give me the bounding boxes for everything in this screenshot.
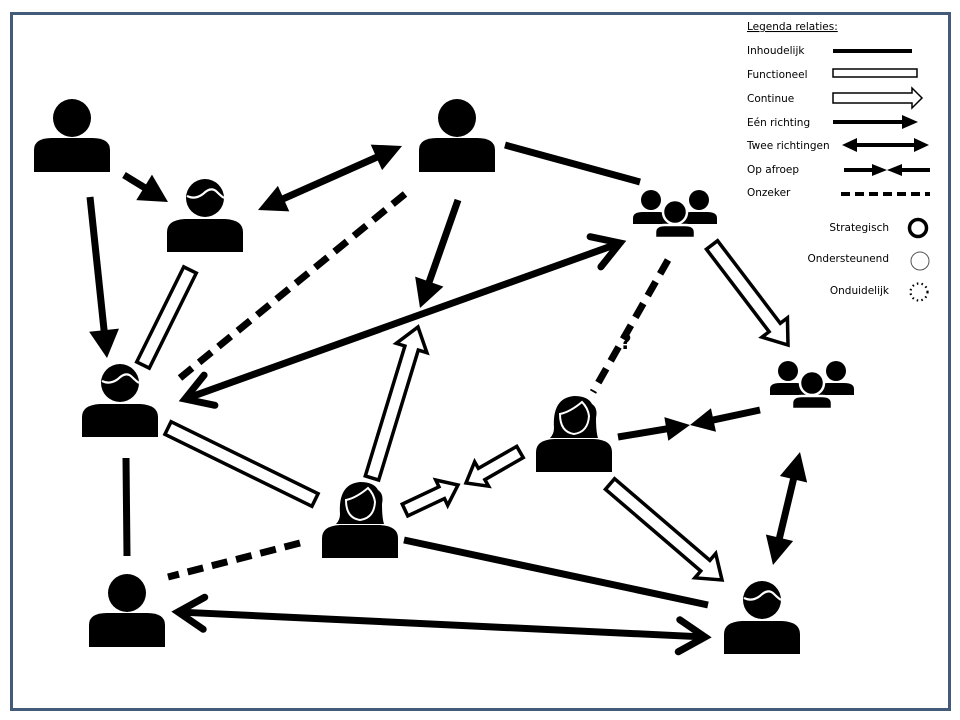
edge-continue-n7-n10 [602, 476, 725, 582]
node-person-n9 [89, 574, 165, 647]
edge-continue-n4-n6 [703, 238, 790, 348]
edge-onzeker-n4-n7 [589, 258, 672, 394]
nodes-layer [34, 99, 856, 656]
hollow-arrow [703, 238, 790, 348]
arrowhead [136, 174, 168, 202]
hollow-arrow [363, 324, 430, 483]
edge-twee_richtingen-n2-n3 [258, 144, 402, 212]
legend-swatch-one-way-arrow [833, 115, 918, 129]
legend-label-continue: Continue [747, 93, 794, 105]
legend-label-op-afroep: Op afroep [747, 164, 799, 176]
solid-line [423, 198, 462, 291]
solid-line [181, 608, 702, 641]
arrowhead-start [171, 593, 209, 633]
edge-een_richting-n3-n8 [415, 198, 462, 308]
legend-label-inhoudelijk: Inhoudelijk [747, 45, 805, 57]
legend-label-onduidelijk: Onduidelijk [830, 285, 890, 297]
solid-line [403, 536, 709, 609]
solid-line [122, 457, 131, 557]
solid-line [274, 150, 386, 206]
edge-een_richting-n1-n2 [122, 172, 168, 202]
solid-line [706, 406, 761, 425]
edge-twee_richtingen-n6-n10 [765, 452, 808, 565]
legend-label-onzeker: Onzeker [747, 187, 791, 199]
arrowhead [89, 328, 119, 358]
edge-een_richting-n1-n5 [86, 196, 119, 358]
dashed-line [589, 258, 672, 394]
node-group-n6 [768, 359, 856, 411]
arrowhead [415, 276, 444, 308]
edge-twee_richtingen-n5-n4 [178, 233, 627, 409]
legend-swatch-hollow-arrow [832, 86, 924, 110]
node-person-male-n10 [722, 579, 802, 656]
node-person-n3 [419, 99, 495, 172]
edge-continue-n8-n3 [363, 324, 430, 483]
arrowhead-in [690, 408, 716, 432]
legend-swatch-thick-circle [907, 217, 929, 239]
legend-label-functioneel: Functioneel [747, 69, 808, 81]
arrowhead-end [674, 616, 712, 656]
hollow-arrow [399, 477, 461, 519]
dashed-line [167, 539, 301, 581]
arrowhead-end [765, 534, 794, 565]
edge-functioneel-n5-n8 [162, 419, 321, 509]
legend-label-ondersteunend: Ondersteunend [808, 253, 890, 265]
legend: Legenda relaties: Inhoudelijk Functionee… [746, 21, 930, 302]
legend-swatch-hollow-bar [832, 68, 918, 78]
legend-label-twee-richtingen: Twee richtingen [746, 140, 830, 152]
legend-swatch-two-way-arrow [842, 138, 929, 152]
edge-inhoudelijk-n3-n4 [504, 141, 641, 186]
hollow-bar [162, 419, 321, 509]
solid-line [187, 241, 618, 401]
diagram-frame [10, 12, 951, 711]
edge-twee_richtingen-n9-n10 [171, 593, 712, 656]
node-group-n4 [631, 188, 719, 240]
uncertain-annotation: ? [620, 330, 632, 354]
legend-swatch-dotted-circle [909, 282, 929, 302]
legend-label-strategisch: Strategisch [829, 222, 889, 234]
solid-line [86, 196, 109, 339]
legend-swatch-converging-arrows [844, 164, 930, 176]
solid-line [774, 470, 799, 547]
arrowhead-start [258, 185, 290, 212]
node-person-female-n8 [321, 481, 399, 559]
hollow-arrow [602, 476, 725, 582]
edge-op_afroep-n8-n7 [399, 443, 526, 519]
node-person-male-n2 [165, 177, 245, 254]
arrowhead-start [779, 452, 808, 483]
legend-label-een-richting: Eén richting [747, 117, 810, 129]
node-person-male-n5 [80, 362, 160, 439]
edge-inhoudelijk-n8-n10 [403, 536, 709, 609]
arrowhead-end [586, 233, 627, 271]
arrowhead-in [664, 417, 690, 441]
hollow-arrow [463, 443, 526, 489]
edge-functioneel-n2-n5 [134, 264, 199, 371]
legend-title: Legenda relaties: [747, 21, 838, 33]
edge-inhoudelijk-n5-n9 [122, 457, 131, 557]
node-person-n1 [34, 99, 110, 172]
node-person-female-n7 [535, 395, 613, 473]
solid-line [617, 424, 673, 441]
legend-swatch-thin-circle [910, 251, 930, 271]
hollow-bar [134, 264, 199, 371]
solid-line [504, 141, 641, 186]
edge-onzeker-n8-n9 [167, 539, 301, 581]
arrowhead-start [178, 371, 219, 409]
edges-layer [86, 141, 808, 656]
edge-op_afroep-n7-n6 [617, 406, 761, 441]
arrowhead-end [370, 144, 402, 171]
